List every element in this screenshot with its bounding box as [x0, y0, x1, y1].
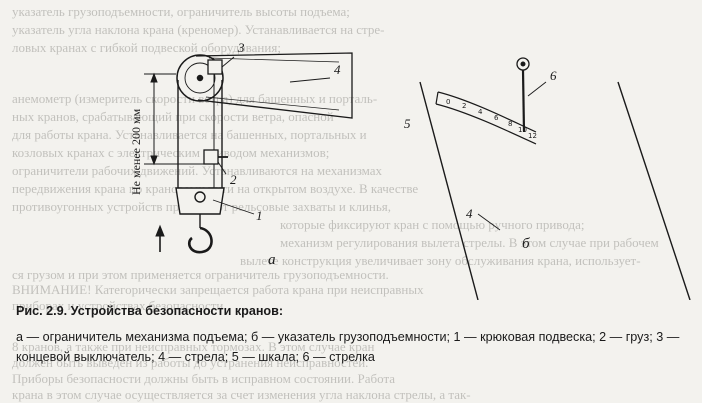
- bleed-line: ВНИМАНИЕ! Категорически запрещается рабо…: [12, 282, 424, 297]
- bleed-line: указатель угла наклона крана (креномер).…: [12, 22, 385, 37]
- scale-tick: 0: [446, 98, 450, 106]
- crane-safety-figure: Не менее 200 мм 0 2 4 6 8 10 12: [129, 40, 691, 300]
- bleed-line: должен быть выведен из работы до устране…: [12, 355, 369, 370]
- hoist-ropes: [177, 70, 223, 190]
- caption-body: а — ограничитель механизма подъема; б — …: [16, 330, 680, 364]
- limit-switch: [207, 56, 235, 75]
- leader-lines-a: [289, 77, 331, 83]
- bleed-line: механизм регулирования вылета стрелы. В …: [280, 235, 659, 250]
- bleed-line: приборах и устройствах безопасности.: [12, 298, 227, 313]
- hook-block: [175, 187, 255, 254]
- bleed-line: ловых кранах с гибкой подвеской оборудов…: [12, 40, 281, 55]
- bleed-line: козловых кранах с электрическим приводом…: [12, 145, 330, 160]
- boom-b: [419, 81, 691, 300]
- dimension-label: Не менее 200 мм: [129, 108, 143, 195]
- scale-tick: 10: [518, 126, 527, 134]
- bleed-line: 8 кранов, а также при неисправных тормоз…: [12, 339, 375, 354]
- label-2: 2: [230, 172, 237, 187]
- pulley: [176, 54, 224, 102]
- label-1: 1: [256, 208, 263, 223]
- bleed-line: крана в этом случае осуществляется за сч…: [12, 387, 471, 402]
- label-6: 6: [550, 68, 557, 83]
- bleed-line: указатель грузоподъемности, ограничитель…: [12, 4, 350, 19]
- scale-tick: 4: [478, 108, 483, 116]
- bleed-line: Приборы безопасности должны быть в испра…: [12, 371, 396, 386]
- label-4-a: 4: [334, 62, 341, 77]
- bleed-line: ся грузом и при этом применяется огранич…: [12, 267, 389, 282]
- scale-tick: 8: [508, 120, 512, 128]
- boom-a: [195, 52, 353, 119]
- label-3: 3: [237, 40, 245, 55]
- label-4-b: 4: [466, 206, 473, 221]
- bleed-line: которые фиксируют кран с помощью ручного…: [280, 217, 585, 232]
- scale-tick: 12: [528, 132, 537, 140]
- bleed-line: ограничители рабочих движений. Устанавли…: [12, 163, 383, 178]
- bleed-line: ных кранов, срабатывающий при скорости в…: [12, 109, 334, 124]
- up-arrow: [155, 224, 165, 252]
- scale-tick: 6: [494, 114, 499, 122]
- bleed-line: для работы крана. Устанавливается на баш…: [12, 127, 367, 142]
- label-sub-a: а: [268, 252, 276, 268]
- scale-tick: 2: [462, 102, 466, 110]
- label-sub-b: б: [522, 236, 530, 252]
- load-indicator-dial: [435, 91, 537, 145]
- caption-title: Рис. 2.9. Устройства безопасности кранов…: [16, 304, 284, 318]
- bleed-line: вылете конструкция увеличивает зону обсл…: [240, 253, 641, 268]
- label-5: 5: [404, 116, 411, 131]
- pointer-needle: [477, 57, 547, 231]
- figure-caption: Рис. 2.9. Устройства безопасности кранов…: [16, 301, 696, 367]
- load-weight: [203, 149, 228, 175]
- dimension-line: [144, 72, 204, 166]
- bleed-line: анемометр (измеритель скорости ветра) дл…: [12, 91, 378, 106]
- dial-scale: 0 2 4 6 8 10 12: [446, 98, 537, 140]
